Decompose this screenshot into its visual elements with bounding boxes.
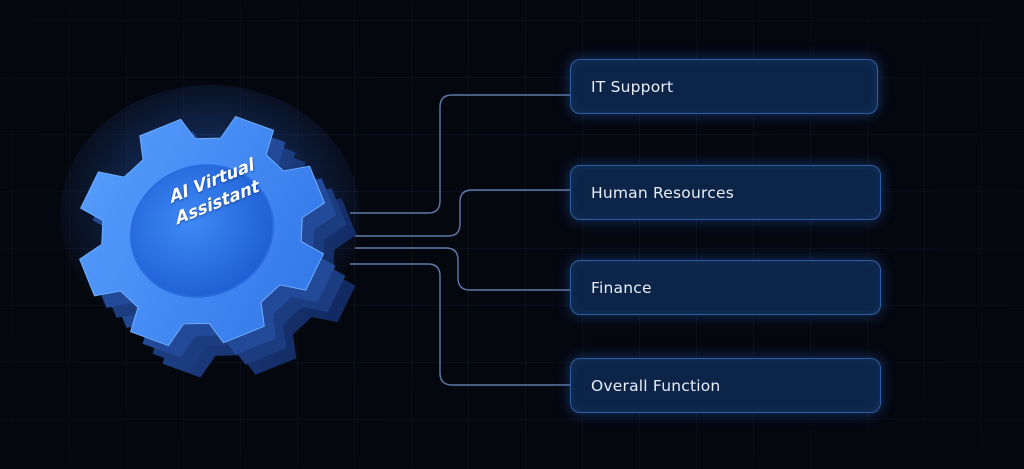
- category-card-finance: Finance: [570, 260, 881, 315]
- category-label: Human Resources: [591, 183, 734, 202]
- connector-human-resources: [355, 189, 570, 237]
- connector-finance: [355, 247, 570, 291]
- hub-gear: [60, 85, 380, 385]
- category-label: Overall Function: [591, 376, 721, 395]
- category-card-human-resources: Human Resources: [570, 165, 881, 220]
- connector-overall-function: [350, 263, 570, 386]
- category-label: Finance: [591, 278, 652, 297]
- category-card-overall-function: Overall Function: [570, 358, 881, 413]
- category-label: IT Support: [591, 77, 674, 96]
- gear-icon: [60, 85, 360, 378]
- category-card-it-support: IT Support: [570, 59, 878, 114]
- connector-it-support: [350, 94, 570, 214]
